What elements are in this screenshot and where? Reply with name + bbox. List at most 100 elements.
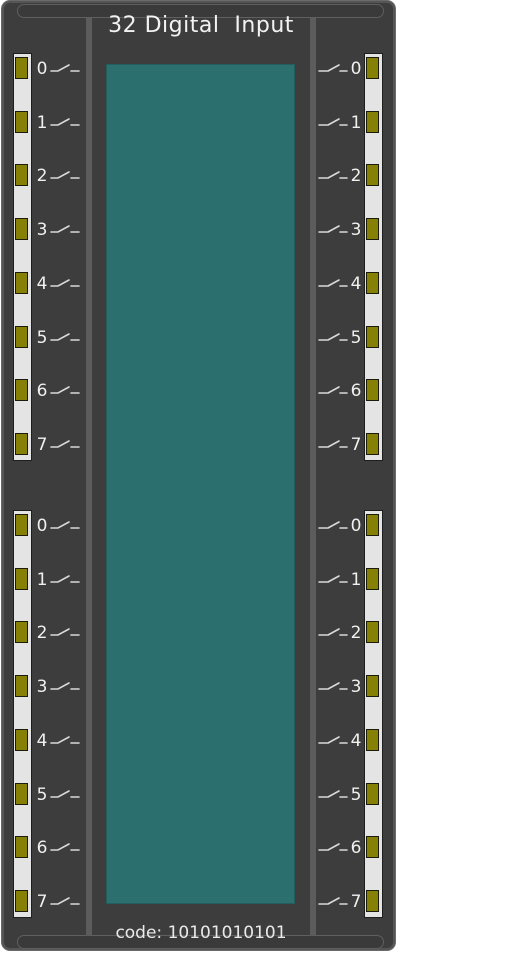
status-led-left-upper-5 (15, 325, 28, 348)
display-screen (106, 64, 295, 904)
right-divider (310, 18, 316, 936)
switch-icon (318, 521, 348, 529)
switch-icon (318, 897, 348, 905)
switch-icon (50, 628, 80, 637)
switch-icon (318, 843, 348, 851)
status-led-right-upper-4 (366, 271, 379, 294)
channel-strip-right-lower (364, 510, 383, 918)
switch-icon (318, 628, 348, 637)
status-led-right-lower-5 (366, 782, 379, 805)
channel-number: 3 (350, 677, 362, 698)
status-led-left-lower-0 (15, 514, 28, 536)
switch-icon (50, 64, 80, 72)
code-label: code: 10101010101 (115, 923, 287, 943)
status-led-left-lower-6 (15, 836, 28, 859)
status-led-left-lower-7 (15, 889, 28, 912)
switch-icon (50, 332, 80, 341)
channel-strip-left-upper (13, 53, 32, 461)
switch-icon (50, 440, 80, 448)
status-led-left-lower-1 (15, 567, 28, 590)
channel-number: 5 (36, 784, 48, 805)
status-led-right-upper-1 (366, 110, 379, 133)
status-led-right-upper-7 (366, 432, 379, 455)
switch-icon (318, 682, 348, 690)
switch-icon (318, 117, 348, 126)
channel-number: 5 (350, 327, 362, 348)
channel-number: 5 (350, 784, 362, 805)
channel-strip-right-upper (364, 53, 383, 461)
channel-number: 4 (350, 730, 362, 751)
channel-number: 4 (350, 273, 362, 294)
switch-icon (318, 735, 348, 744)
switch-icon (50, 521, 80, 529)
channel-number: 1 (36, 569, 48, 590)
digital-input-module: 32 Digital Input code: 10101010101 (1, 0, 396, 951)
switch-icon (50, 735, 80, 744)
status-led-left-lower-3 (15, 675, 28, 698)
status-led-right-upper-6 (366, 379, 379, 402)
channel-number: 6 (36, 838, 48, 859)
channel-number: 0 (36, 59, 48, 79)
channel-number: 3 (350, 220, 362, 241)
status-led-left-upper-0 (15, 57, 28, 79)
switch-icon (318, 171, 348, 180)
status-led-right-upper-2 (366, 164, 379, 187)
channel-number: 4 (36, 273, 48, 294)
status-led-right-lower-3 (366, 675, 379, 698)
channel-number: 6 (350, 381, 362, 402)
channel-number: 2 (350, 623, 362, 644)
status-led-left-upper-3 (15, 218, 28, 241)
module-title: 32 Digital Input (108, 13, 294, 38)
switch-icon (50, 682, 80, 690)
channel-number: 7 (350, 891, 362, 912)
channel-strip-left-lower (13, 510, 32, 918)
switch-icon (50, 897, 80, 905)
switch-icon (318, 278, 348, 287)
status-led-right-lower-2 (366, 621, 379, 644)
channel-number: 7 (36, 891, 48, 912)
switch-icon (50, 117, 80, 126)
status-led-left-upper-2 (15, 164, 28, 187)
status-led-left-lower-5 (15, 782, 28, 805)
channel-number: 1 (350, 112, 362, 133)
status-led-right-lower-7 (366, 889, 379, 912)
switch-icon (50, 789, 80, 798)
channel-number: 6 (36, 381, 48, 402)
top-mounting-rail (17, 4, 384, 18)
channel-number: 3 (36, 220, 48, 241)
channel-number: 0 (36, 516, 48, 536)
status-led-right-upper-3 (366, 218, 379, 241)
channel-number: 2 (36, 166, 48, 187)
status-led-right-lower-0 (366, 514, 379, 536)
channel-number: 5 (36, 327, 48, 348)
channel-number: 4 (36, 730, 48, 751)
switch-icon (50, 843, 80, 851)
status-led-left-upper-6 (15, 379, 28, 402)
channel-number: 6 (350, 838, 362, 859)
switch-icon (50, 278, 80, 287)
channel-number: 0 (350, 59, 362, 79)
status-led-right-lower-1 (366, 567, 379, 590)
channel-number: 1 (36, 112, 48, 133)
status-led-right-upper-0 (366, 57, 379, 79)
status-led-right-upper-5 (366, 325, 379, 348)
channel-number: 7 (36, 434, 48, 455)
switch-icon (318, 440, 348, 448)
switch-icon (50, 225, 80, 233)
channel-number: 2 (350, 166, 362, 187)
switch-icon (50, 574, 80, 583)
bottom-mounting-rail (17, 935, 384, 949)
switch-icon (318, 64, 348, 72)
switch-icon (50, 386, 80, 394)
status-led-left-upper-1 (15, 110, 28, 133)
switch-icon (318, 789, 348, 798)
status-led-left-lower-2 (15, 621, 28, 644)
status-led-left-lower-4 (15, 728, 28, 751)
switch-icon (50, 171, 80, 180)
switch-icon (318, 574, 348, 583)
switch-icon (318, 225, 348, 233)
status-led-right-lower-6 (366, 836, 379, 859)
switch-icon (318, 332, 348, 341)
channel-number: 3 (36, 677, 48, 698)
status-led-left-upper-4 (15, 271, 28, 294)
